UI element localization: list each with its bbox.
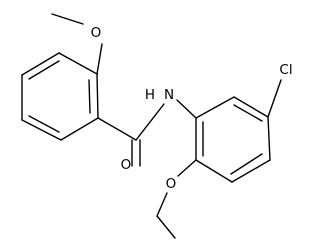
bond-carbonyl-to-nitrogen bbox=[135, 103, 165, 141]
atom-label-carbonyl-oxygen: O bbox=[121, 157, 132, 173]
bond-left-ring-inner-1 bbox=[88, 79, 91, 114]
bond-lines bbox=[21, 13, 282, 239]
bond-right-ring-6 bbox=[195, 96, 235, 119]
chemical-structure: O N H O Cl O bbox=[21, 13, 292, 239]
bond-left-ring-3 bbox=[21, 119, 62, 141]
bond-methoxy-oxygen-to-ring bbox=[96, 43, 103, 75]
bond-right-ring-5 bbox=[233, 96, 269, 118]
atom-label-chlorine: Cl bbox=[279, 62, 292, 78]
atom-labels: O N H O Cl O bbox=[91, 25, 292, 192]
bond-ring-to-carbonyl bbox=[97, 117, 137, 141]
bond-left-ring-1 bbox=[96, 73, 99, 119]
bond-ethoxy-oxygen-to-ch2 bbox=[156, 192, 168, 217]
bond-right-ring-3 bbox=[231, 159, 271, 183]
bond-right-ring-4 bbox=[267, 116, 271, 161]
bond-left-ring-inner-3 bbox=[28, 60, 60, 80]
bond-right-ring-inner-2 bbox=[230, 153, 263, 175]
bond-left-ring-2 bbox=[60, 117, 99, 141]
bond-right-ring-2 bbox=[195, 159, 233, 183]
atom-label-amide-hydrogen: H bbox=[145, 87, 155, 103]
atom-label-amide-nitrogen: N bbox=[164, 87, 174, 103]
bond-left-ring-5 bbox=[21, 52, 60, 76]
bond-left-ring-6 bbox=[58, 52, 98, 75]
bond-methoxy-methyl bbox=[51, 13, 84, 25]
atom-label-ethoxy-oxygen: O bbox=[166, 176, 177, 192]
bond-right-ring-inner-3 bbox=[233, 104, 263, 122]
bond-ring-to-ethoxy-oxygen bbox=[177, 159, 197, 177]
bond-ring-to-chlorine bbox=[267, 79, 282, 118]
bond-left-ring-inner-2 bbox=[28, 115, 60, 133]
bond-ethoxy-ch2-to-ch3 bbox=[156, 215, 176, 239]
bond-nitrogen-to-ring bbox=[176, 99, 197, 119]
atom-label-methoxy-oxygen: O bbox=[91, 25, 102, 41]
